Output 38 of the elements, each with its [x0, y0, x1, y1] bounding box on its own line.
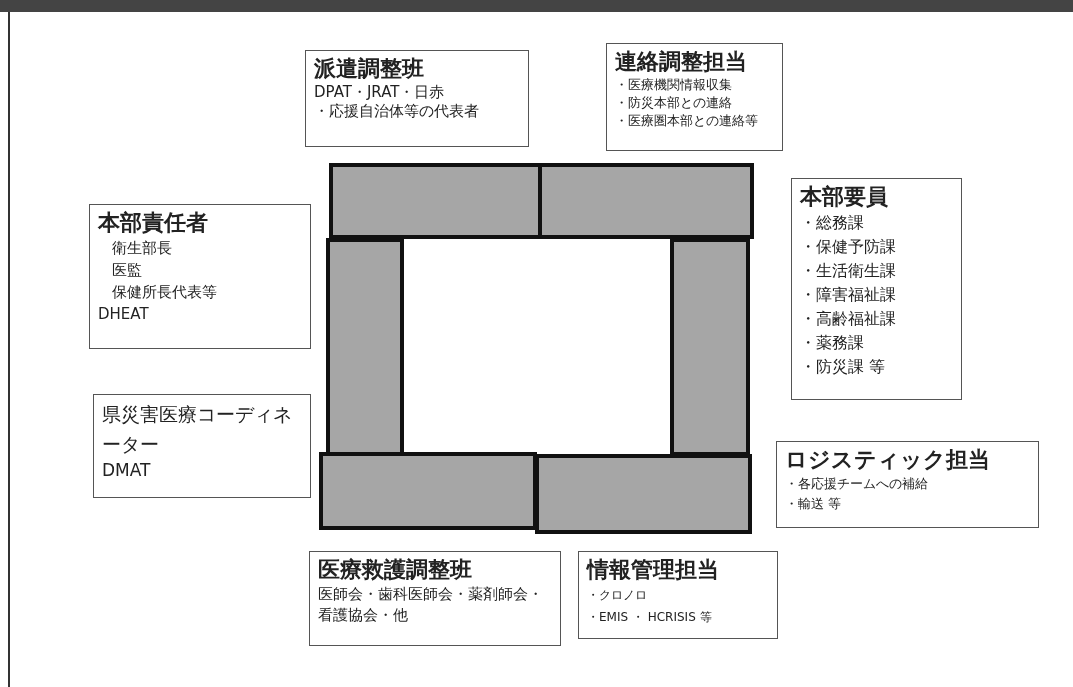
box-text: 保健所長代表等 — [111, 282, 218, 303]
box-heading: 本部要員 — [800, 183, 889, 211]
box-text: 衛生部長 — [111, 238, 173, 259]
box-heading: 連絡調整担当 — [615, 48, 748, 76]
box-text: ・EMIS ・ HCRISIS 等 — [587, 609, 713, 626]
box-text: DHEAT — [98, 304, 150, 325]
box-text: DMAT — [102, 459, 152, 481]
box-text: 医師会・歯科医師会・薬剤師会・看護協会・他 — [318, 584, 544, 626]
text-box — [309, 551, 561, 646]
box-text: ・応援自治体等の代表者 — [314, 102, 480, 121]
box-text: ・生活衛生課 — [800, 260, 897, 282]
text-box — [89, 204, 311, 349]
text-box — [93, 394, 311, 498]
box-text: ・高齢福祉課 — [800, 308, 897, 330]
box-heading: 医療救護調整班 — [318, 556, 473, 584]
text-box — [791, 178, 962, 400]
text-box — [606, 43, 783, 151]
box-heading: ロジスティック担当 — [785, 446, 991, 474]
box-text: ・輸送 等 — [785, 495, 843, 513]
box-text: ・障害福祉課 — [800, 284, 897, 306]
box-heading: 派遣調整班 — [314, 55, 425, 83]
box-text: ・防災課 等 — [800, 356, 887, 378]
text-box — [305, 50, 529, 147]
box-text: ・保健予防課 — [800, 236, 897, 258]
text-box — [578, 551, 778, 639]
box-text: ・防災本部との連絡 — [615, 94, 733, 112]
box-text: ・総務課 — [800, 212, 865, 234]
box-heading: 情報管理担当 — [587, 556, 720, 584]
box-text: ・医療圏本部との連絡等 — [615, 112, 759, 130]
box-text: 医監 — [111, 260, 143, 281]
box-text: DPAT・JRAT・日赤 — [314, 83, 446, 102]
box-text: ・クロノロ — [587, 587, 648, 604]
box-text: ・各応援チームへの補給 — [785, 475, 929, 493]
box-text: ・医療機関情報収集 — [615, 76, 733, 94]
box-heading: 県災害医療コーディネーター — [102, 402, 293, 457]
box-text: ・薬務課 — [800, 332, 865, 354]
text-box — [776, 441, 1039, 528]
box-heading: 本部責任者 — [98, 209, 209, 237]
